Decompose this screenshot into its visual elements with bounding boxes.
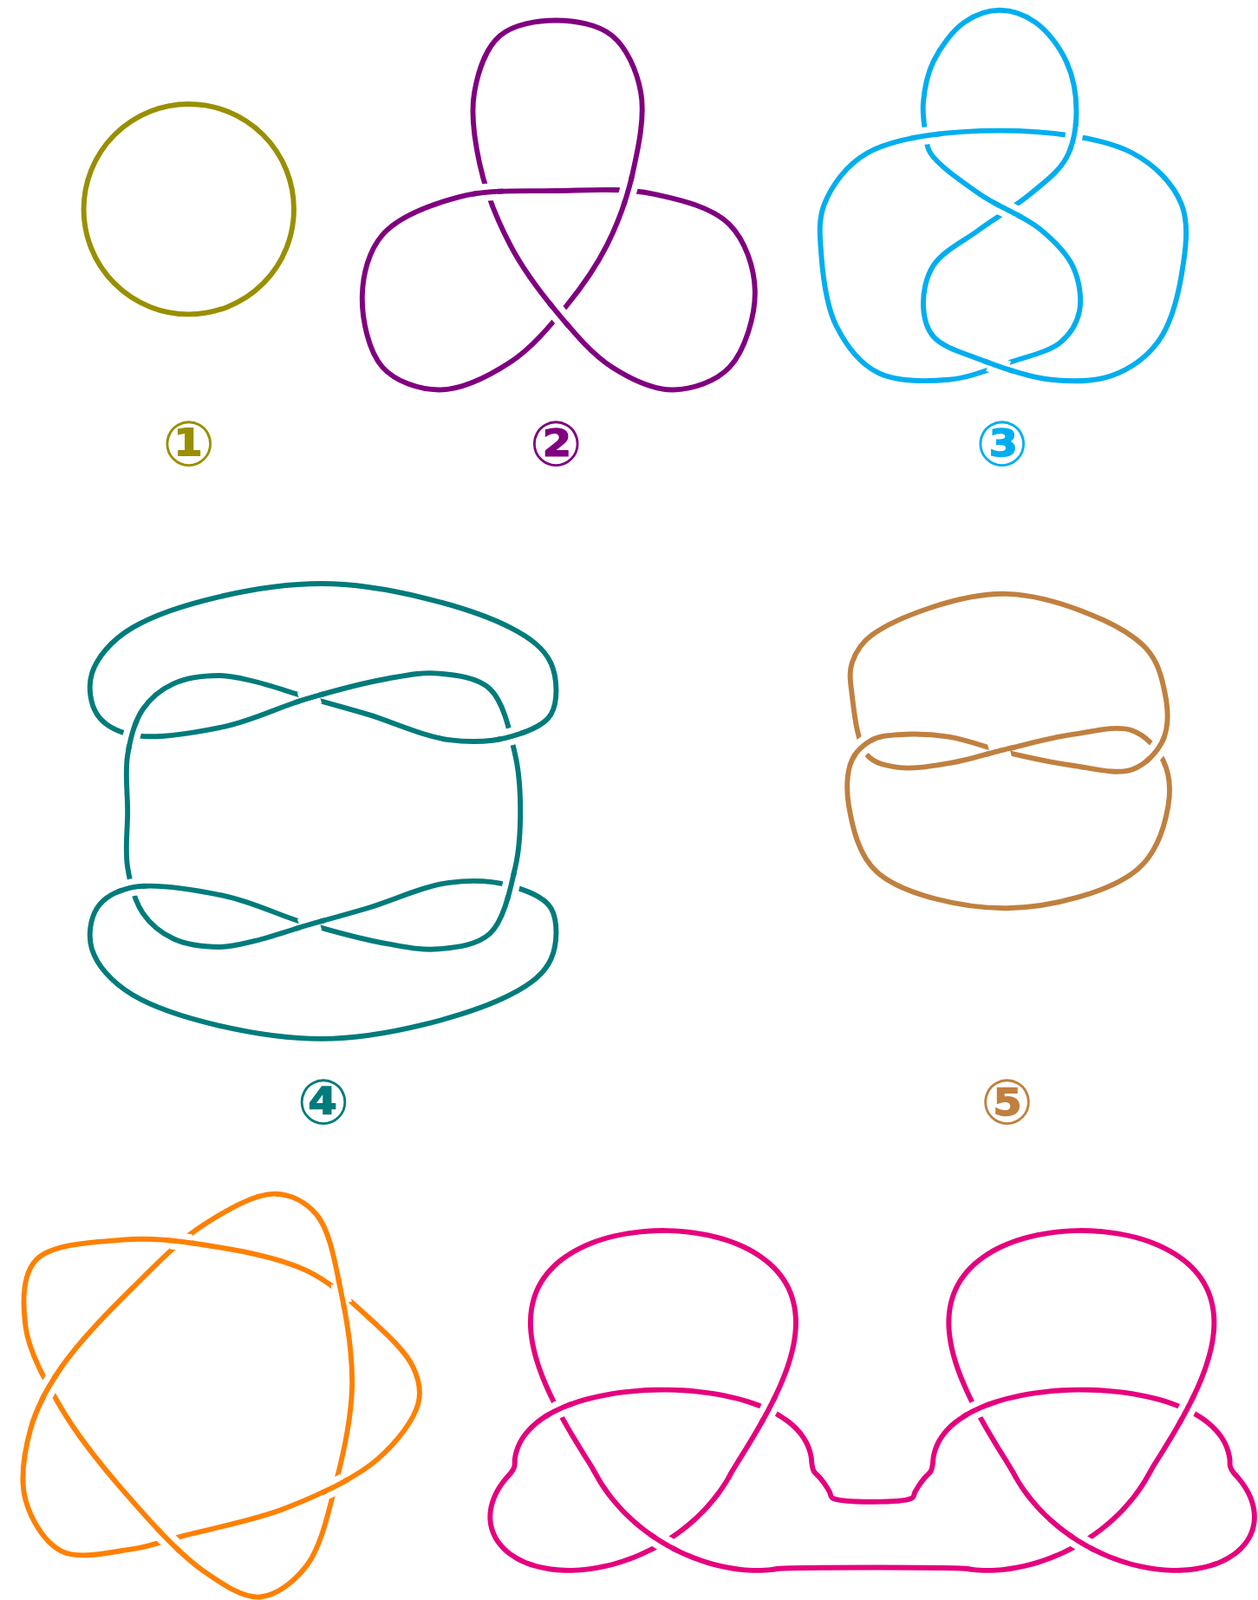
crossing-over bbox=[128, 721, 137, 750]
crossing-over bbox=[985, 747, 1014, 755]
crossing-over bbox=[42, 1374, 58, 1399]
crossing-over bbox=[545, 1403, 572, 1416]
knot-strand bbox=[22, 1193, 420, 1597]
callout-number: ③ bbox=[975, 412, 1029, 476]
crossing-over bbox=[853, 738, 874, 758]
crossing-over bbox=[322, 1479, 348, 1493]
crossing-over bbox=[651, 1534, 676, 1550]
callout-number-holder: ⑤ bbox=[980, 1070, 1034, 1134]
callout-number: ⑤ bbox=[980, 1070, 1034, 1134]
knot bbox=[22, 1193, 420, 1597]
crossing-over bbox=[963, 1403, 990, 1416]
crossing-over bbox=[496, 731, 525, 740]
knot bbox=[362, 20, 756, 391]
crossing-over bbox=[507, 872, 515, 900]
crossing-over bbox=[338, 1278, 344, 1307]
knot-strand bbox=[90, 583, 557, 1039]
callout-number: ② bbox=[529, 412, 583, 476]
crossing-over bbox=[549, 303, 568, 326]
callout-number-holder: ③ bbox=[975, 412, 1029, 476]
crossing-over bbox=[158, 1529, 179, 1550]
crossing-over bbox=[1179, 1396, 1193, 1422]
knot-strand bbox=[489, 1230, 1255, 1571]
knot bbox=[90, 583, 557, 1039]
knot-strand bbox=[84, 104, 294, 314]
crossing-over bbox=[995, 203, 1021, 217]
crossing-over bbox=[295, 693, 324, 702]
crossing-over bbox=[1069, 1534, 1095, 1550]
crossing-over bbox=[1147, 737, 1164, 761]
knot-strand bbox=[847, 593, 1170, 908]
knot-strand bbox=[820, 10, 1187, 382]
crossing-over bbox=[624, 176, 633, 205]
callout-number: ① bbox=[162, 412, 216, 476]
crossing-over bbox=[1069, 122, 1076, 150]
callout-number-holder: ② bbox=[529, 412, 583, 476]
callout-number-holder: ① bbox=[162, 412, 216, 476]
knot-strand bbox=[362, 20, 756, 391]
crossing-over bbox=[117, 886, 146, 893]
callout-number: ④ bbox=[297, 1070, 351, 1134]
crossing-over bbox=[473, 191, 502, 195]
crossing-over bbox=[912, 133, 941, 138]
knot bbox=[820, 10, 1187, 382]
knot bbox=[489, 1230, 1255, 1571]
crossing-over bbox=[295, 920, 324, 929]
knot bbox=[847, 593, 1170, 908]
callout-number-holder: ④ bbox=[297, 1070, 351, 1134]
crossing-over bbox=[166, 1239, 196, 1244]
crossing-over bbox=[762, 1396, 776, 1422]
crossing-over bbox=[984, 361, 1012, 372]
